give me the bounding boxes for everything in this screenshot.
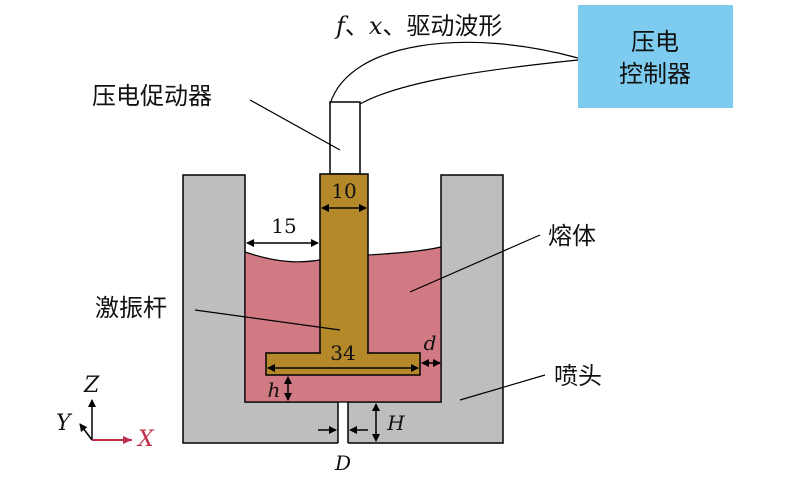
dim-wall-gap: 15	[271, 214, 296, 238]
dim-head-width: 34	[330, 341, 355, 365]
axis-z-label: Z	[83, 373, 100, 398]
label-actuator: 压电促动器	[92, 82, 212, 110]
axis-x-label: X	[136, 427, 155, 452]
dim-d: d	[424, 331, 437, 355]
controller-label-line2: 控制器	[619, 60, 691, 88]
piezo-controller-box	[578, 5, 733, 108]
nozzle-outlet	[338, 402, 348, 444]
controller-label-line1: 压电	[631, 28, 679, 56]
label-melt: 熔体	[548, 222, 596, 250]
label-nozzle: 喷头	[554, 362, 602, 390]
dim-h: h	[268, 378, 281, 402]
label-rod: 激振杆	[95, 294, 167, 322]
dim-H: H	[386, 411, 405, 435]
nozzle-body	[182, 174, 504, 444]
drive-waveform-label: f、x、驱动波形	[334, 12, 502, 40]
actuator-stem	[329, 101, 361, 175]
axis-y-label: Y	[56, 411, 73, 436]
dim-D: D	[334, 451, 351, 475]
dim-rod-width: 10	[331, 179, 356, 203]
drive-cable	[329, 41, 579, 105]
axis-triad: Z Y X	[56, 373, 155, 452]
